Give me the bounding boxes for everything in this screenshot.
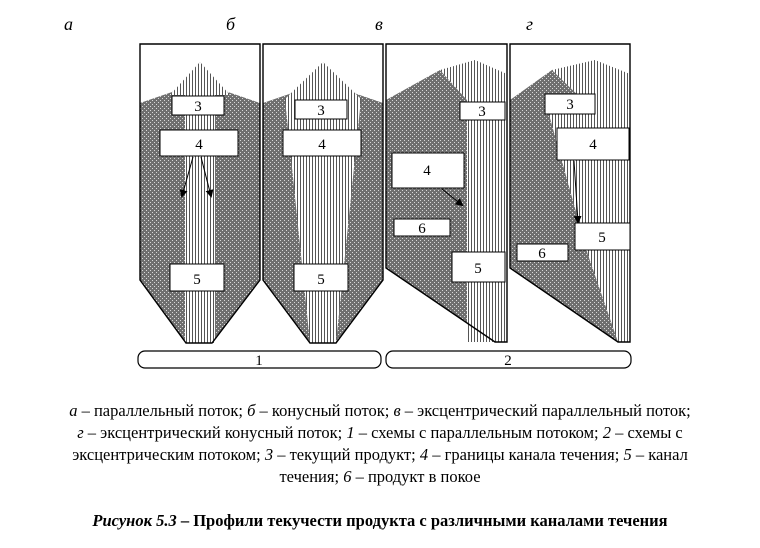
label-box-3 (459, 101, 506, 121)
group-label-2: 2 (504, 353, 512, 369)
label-3: 3 (566, 97, 574, 113)
legend-line-1: а – параллельный поток; б – конусный пот… (69, 401, 691, 420)
legend-line-2: г – эксцентрический конусный поток; 1 – … (77, 423, 683, 442)
label-6: 6 (418, 221, 426, 237)
label-4: 4 (195, 137, 203, 153)
label-5: 5 (474, 261, 482, 277)
panel-letter-a: а (64, 14, 73, 34)
label-box-3 (171, 95, 225, 116)
label-4: 4 (318, 137, 326, 153)
group-bracket-2 (385, 350, 632, 369)
label-3: 3 (194, 99, 202, 115)
panel-letter-b: б (226, 14, 236, 34)
label-3: 3 (317, 103, 325, 119)
legend-line-3: эксцентрическим потоком; 3 – текущий про… (72, 445, 688, 464)
silo-a: 3 4 5 (139, 43, 261, 344)
label-3: 3 (478, 104, 486, 120)
label-box-6 (516, 243, 569, 262)
label-box-5 (574, 222, 631, 251)
label-box-5 (293, 263, 349, 292)
label-4: 4 (423, 163, 431, 179)
label-5: 5 (193, 272, 201, 288)
silo-b: 3 4 5 (262, 43, 384, 344)
panel-letter-g: г (526, 14, 533, 34)
silo-v: 3 4 6 5 (385, 43, 508, 343)
label-5: 5 (598, 230, 606, 246)
label-box-4 (282, 129, 362, 157)
label-6: 6 (538, 246, 546, 262)
group-bracket-1 (137, 350, 382, 369)
silo-g: 3 4 5 6 (509, 43, 631, 343)
label-4: 4 (589, 137, 597, 153)
label-box-6 (393, 218, 451, 237)
label-box-3 (294, 99, 348, 120)
legend-line-4: течения; 6 – продукт в покое (279, 467, 481, 486)
label-box-5 (169, 263, 225, 292)
label-box-4 (556, 127, 630, 161)
group-label-1: 1 (255, 353, 263, 369)
figure-caption: Рисунок 5.3 – Профили текучести продукта… (92, 511, 668, 530)
panel-letter-v: в (375, 14, 383, 34)
label-box-4 (159, 129, 239, 157)
label-box-4 (391, 152, 465, 189)
label-box-5 (451, 251, 506, 283)
label-box-3 (544, 93, 596, 115)
label-5: 5 (317, 272, 325, 288)
